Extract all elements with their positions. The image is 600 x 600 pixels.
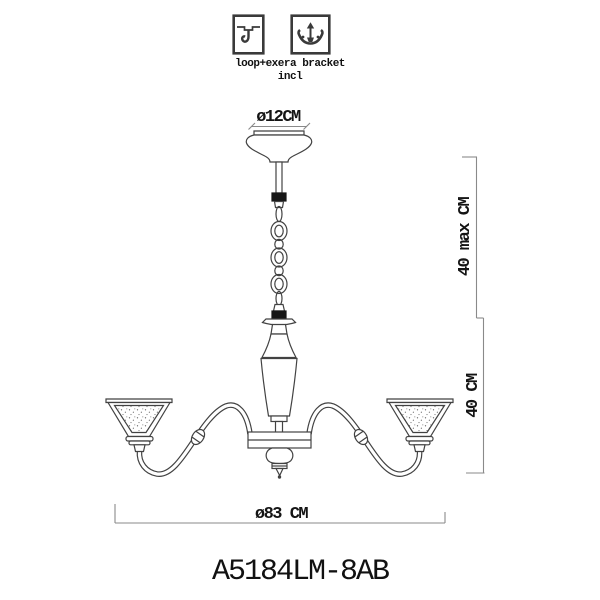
icon-caption: loop+exera bracket incl — [205, 58, 375, 84]
left-arm-knot — [190, 428, 206, 446]
body-hub — [247, 431, 312, 449]
canopy-diameter-label: ø12CM — [256, 108, 301, 127]
fixture-diameter-label: ø83 CM — [255, 505, 309, 524]
fixture-height-label: 40 CM — [464, 373, 483, 418]
icon-caption-line2: incl — [277, 71, 303, 83]
model-number: A5184LM-8AB — [211, 555, 390, 589]
dimension-lines — [114, 122, 485, 524]
right-shade — [386, 398, 454, 453]
left-shade — [105, 398, 173, 453]
suspension-max-label: 40 max CM — [456, 197, 475, 277]
suspension-chain — [270, 192, 288, 320]
center-column — [260, 318, 298, 434]
icon-caption-line1: loop+exera bracket — [235, 58, 345, 70]
mounting-bracket-icon — [290, 14, 331, 60]
right-arm-knot — [353, 428, 369, 446]
bottom-finial — [265, 447, 294, 479]
ceiling-canopy — [245, 130, 313, 194]
ceiling-hook-icon — [232, 14, 265, 60]
